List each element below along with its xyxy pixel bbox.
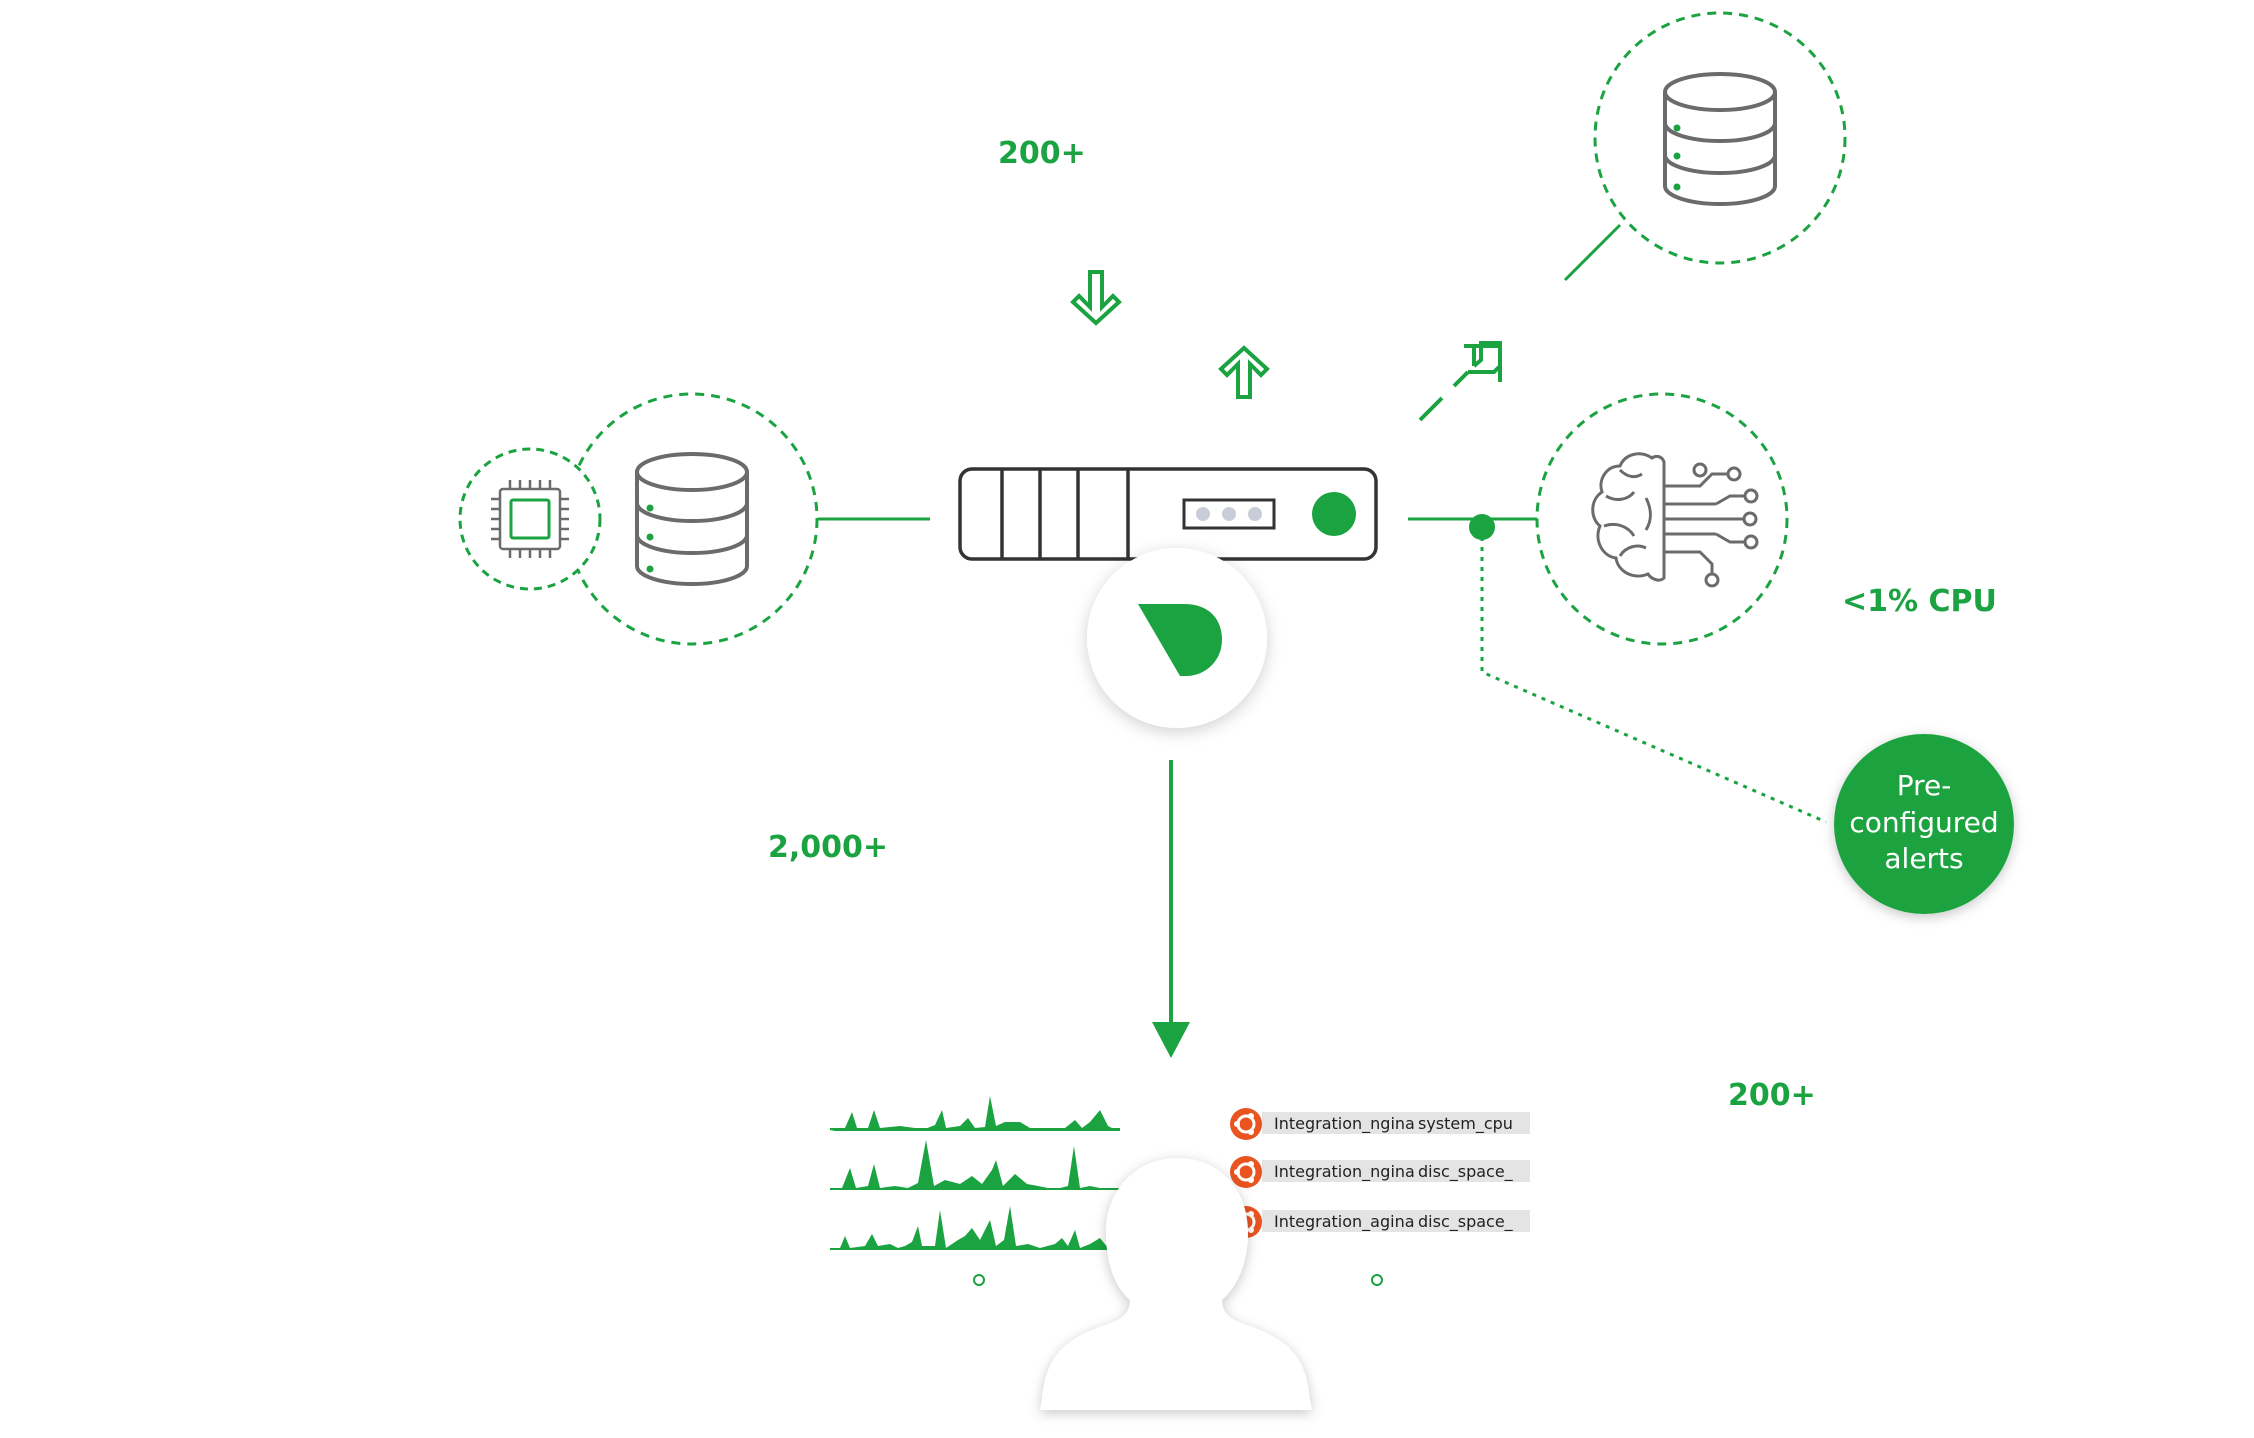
dot-left <box>973 1274 985 1286</box>
brain-node <box>1535 392 1789 646</box>
metric-name: disc_space_ <box>1418 1212 1514 1232</box>
output-arrow-head <box>1152 1022 1190 1058</box>
junction-dot <box>1469 514 1495 540</box>
brain-icon <box>1591 452 1666 582</box>
user-icon <box>1040 1158 1312 1410</box>
database-node-top-right <box>1593 11 1847 265</box>
list-item: Integration_ngina disc_space_ <box>1230 1156 1530 1188</box>
circuit-lines <box>1664 462 1759 588</box>
up-arrow-icon <box>1218 345 1270 399</box>
server-icon <box>958 467 1378 561</box>
database-icon <box>1663 72 1777 206</box>
logo-mark <box>1138 604 1222 676</box>
stat-cpu: <1% CPU <box>1842 584 1997 619</box>
integration-name: Integration_ngina <box>1274 1114 1415 1134</box>
preconfigured-alerts-badge <box>1834 734 2014 914</box>
dot-right <box>1371 1274 1383 1286</box>
diagonal-arrow-icon <box>1418 341 1502 422</box>
metric-name: system_cpu <box>1418 1114 1513 1134</box>
stat-bottom-right: 200+ <box>1728 1078 1816 1113</box>
down-arrow-icon <box>1070 270 1122 326</box>
database-node-left <box>565 392 819 646</box>
integration-name: Integration_ngina <box>1274 1162 1415 1182</box>
connector-top-right <box>1563 223 1622 282</box>
alert-list: Integration_ngina system_cpu Integration… <box>1230 1108 1530 1238</box>
integration-name: Integration_agina <box>1274 1212 1415 1232</box>
alerts-label-line3: alerts <box>1884 842 1963 875</box>
database-icon <box>635 452 749 586</box>
alerts-label-line1: Pre- <box>1897 769 1952 802</box>
alerts-label-line2: configured <box>1849 806 1998 839</box>
chip-node <box>458 447 602 591</box>
chip-icon <box>491 480 569 558</box>
metric-name: disc_space_ <box>1418 1162 1514 1182</box>
mini-charts <box>830 1096 1120 1250</box>
list-item: Integration_ngina system_cpu <box>1230 1108 1530 1140</box>
stat-left: 2,000+ <box>768 830 889 865</box>
list-item: Integration_agina disc_space_ <box>1230 1206 1530 1238</box>
stat-top: 200+ <box>998 136 1086 171</box>
